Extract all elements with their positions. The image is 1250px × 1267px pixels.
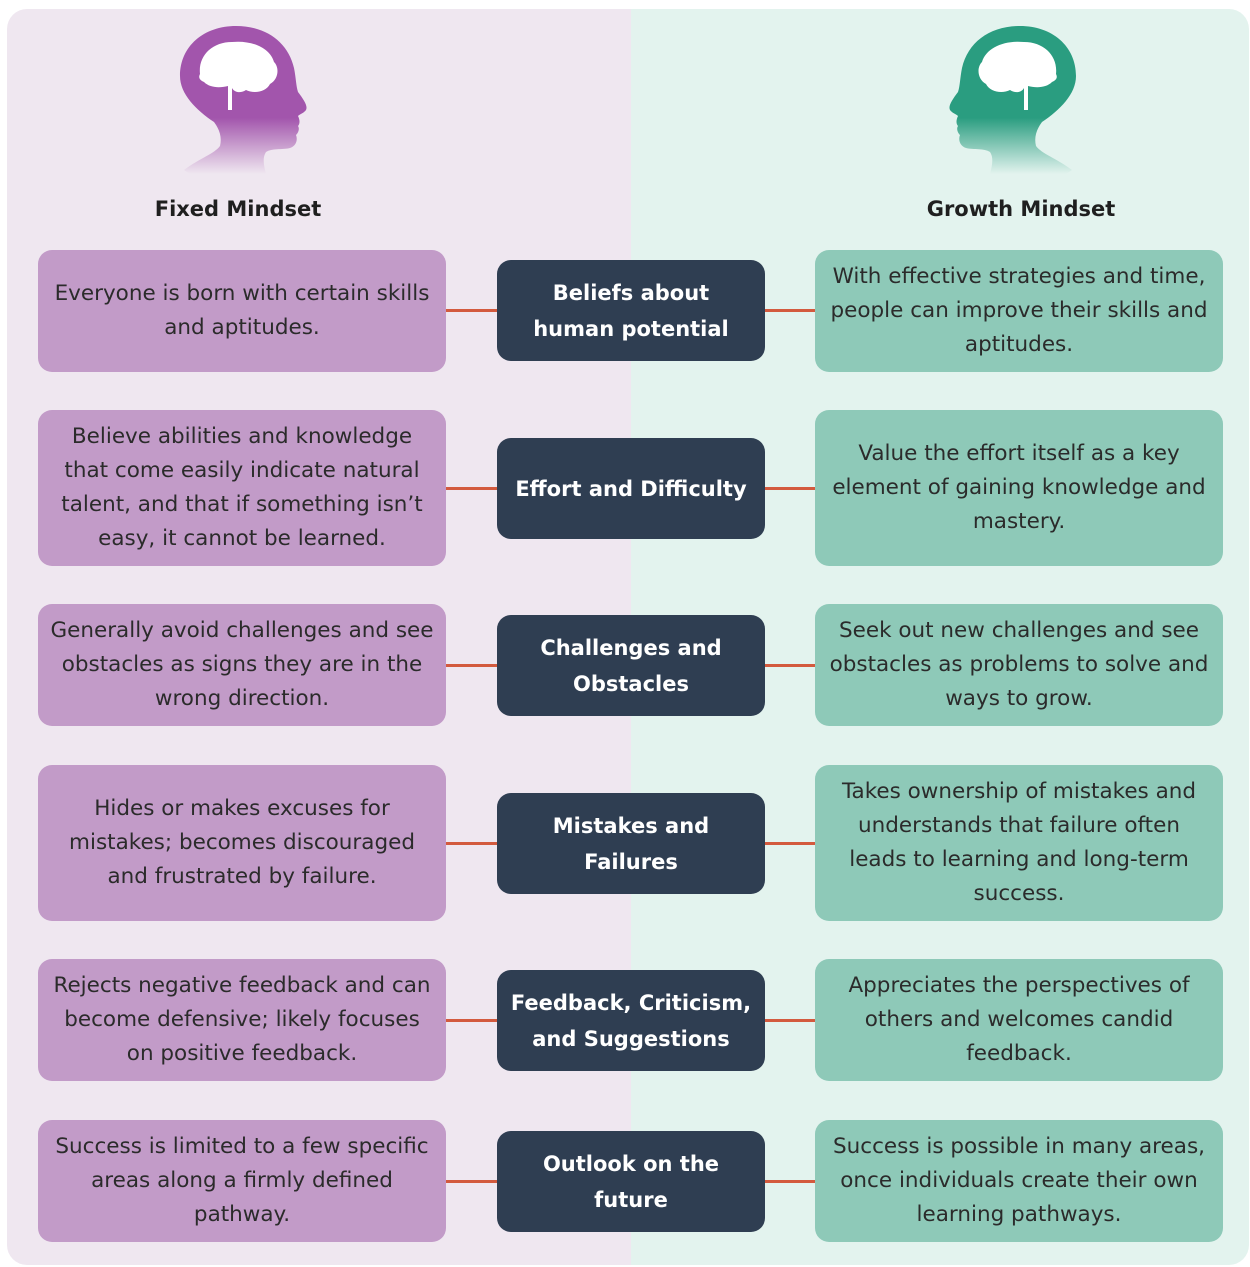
category-mistakes: Mistakes and Failures — [497, 793, 765, 894]
fixed-card-text: Success is limited to a few specific are… — [55, 1134, 429, 1227]
category-label: Mistakes and Failures — [552, 813, 710, 874]
growth-card-beliefs: With effective strategies and time, peop… — [815, 250, 1223, 372]
connector-line — [764, 487, 816, 490]
fixed-card-effort: Believe abilities and knowledge that com… — [38, 410, 446, 566]
fixed-card-text: Generally avoid challenges and see obsta… — [50, 618, 434, 711]
connector-line — [446, 1180, 498, 1183]
connector-line — [764, 1019, 816, 1022]
category-label: Beliefs about human potential — [533, 280, 729, 341]
category-outlook: Outlook on the future — [497, 1131, 765, 1232]
category-effort: Effort and Difficulty — [497, 438, 765, 539]
connector-line — [446, 664, 498, 667]
fixed-card-text: Everyone is born with certain skills and… — [54, 281, 430, 340]
connector-line — [764, 664, 816, 667]
purple-head-brain-icon — [180, 26, 307, 174]
connector-line — [446, 1019, 498, 1022]
category-feedback: Feedback, Criticism, and Suggestions — [497, 970, 765, 1071]
growth-card-text: Seek out new challenges and see obstacle… — [829, 618, 1209, 711]
fixed-mindset-title: Fixed Mindset — [154, 197, 322, 221]
growth-card-effort: Value the effort itself as a key element… — [815, 410, 1223, 566]
connector-line — [764, 1180, 816, 1183]
category-label: Effort and Difficulty — [515, 476, 747, 501]
fixed-card-outlook: Success is limited to a few specific are… — [38, 1120, 446, 1242]
category-beliefs: Beliefs about human potential — [497, 260, 765, 361]
fixed-card-text: Rejects negative feedback and can become… — [53, 973, 431, 1066]
connector-line — [764, 309, 816, 312]
teal-head-brain-icon — [949, 26, 1076, 174]
fixed-card-challenges: Generally avoid challenges and see obsta… — [38, 604, 446, 726]
growth-card-text: Takes ownership of mistakes and understa… — [841, 779, 1197, 906]
fixed-card-text: Hides or makes excuses for mistakes; bec… — [69, 796, 415, 889]
growth-card-outlook: Success is possible in many areas, once … — [815, 1120, 1223, 1242]
growth-mindset-title: Growth Mindset — [926, 197, 1116, 221]
fixed-card-beliefs: Everyone is born with certain skills and… — [38, 250, 446, 372]
growth-card-text: With effective strategies and time, peop… — [830, 264, 1208, 357]
category-label: Outlook on the future — [542, 1151, 720, 1212]
growth-card-challenges: Seek out new challenges and see obstacle… — [815, 604, 1223, 726]
fixed-card-feedback: Rejects negative feedback and can become… — [38, 959, 446, 1081]
growth-card-mistakes: Takes ownership of mistakes and understa… — [815, 765, 1223, 921]
growth-card-text: Appreciates the perspectives of others a… — [848, 973, 1190, 1066]
connector-line — [446, 842, 498, 845]
category-challenges: Challenges and Obstacles — [497, 615, 765, 716]
growth-card-text: Success is possible in many areas, once … — [833, 1134, 1205, 1227]
category-label: Challenges and Obstacles — [540, 635, 722, 696]
growth-card-feedback: Appreciates the perspectives of others a… — [815, 959, 1223, 1081]
category-label: Feedback, Criticism, and Suggestions — [510, 990, 752, 1051]
connector-line — [446, 487, 498, 490]
connector-line — [764, 842, 816, 845]
connector-line — [446, 309, 498, 312]
fixed-card-text: Believe abilities and knowledge that com… — [61, 424, 423, 551]
growth-card-text: Value the effort itself as a key element… — [832, 441, 1206, 534]
fixed-card-mistakes: Hides or makes excuses for mistakes; bec… — [38, 765, 446, 921]
